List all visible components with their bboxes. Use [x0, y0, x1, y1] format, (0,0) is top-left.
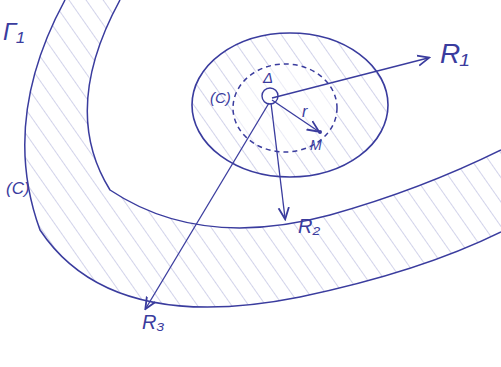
- radius-label: R₁: [440, 40, 469, 68]
- axis-label: Δ: [263, 70, 273, 85]
- contour-name: (C): [6, 180, 30, 197]
- point-label: M: [310, 138, 322, 152]
- surface-name: Γ₁: [3, 20, 24, 44]
- contour-name: (C): [210, 90, 231, 105]
- radius-label: R₂: [298, 216, 320, 236]
- radius-label: R₃: [142, 312, 164, 332]
- radius-lines: [146, 58, 428, 308]
- outer-conductor: [25, 0, 501, 307]
- radius-label: r: [302, 104, 307, 120]
- inner-conductor: [192, 33, 388, 177]
